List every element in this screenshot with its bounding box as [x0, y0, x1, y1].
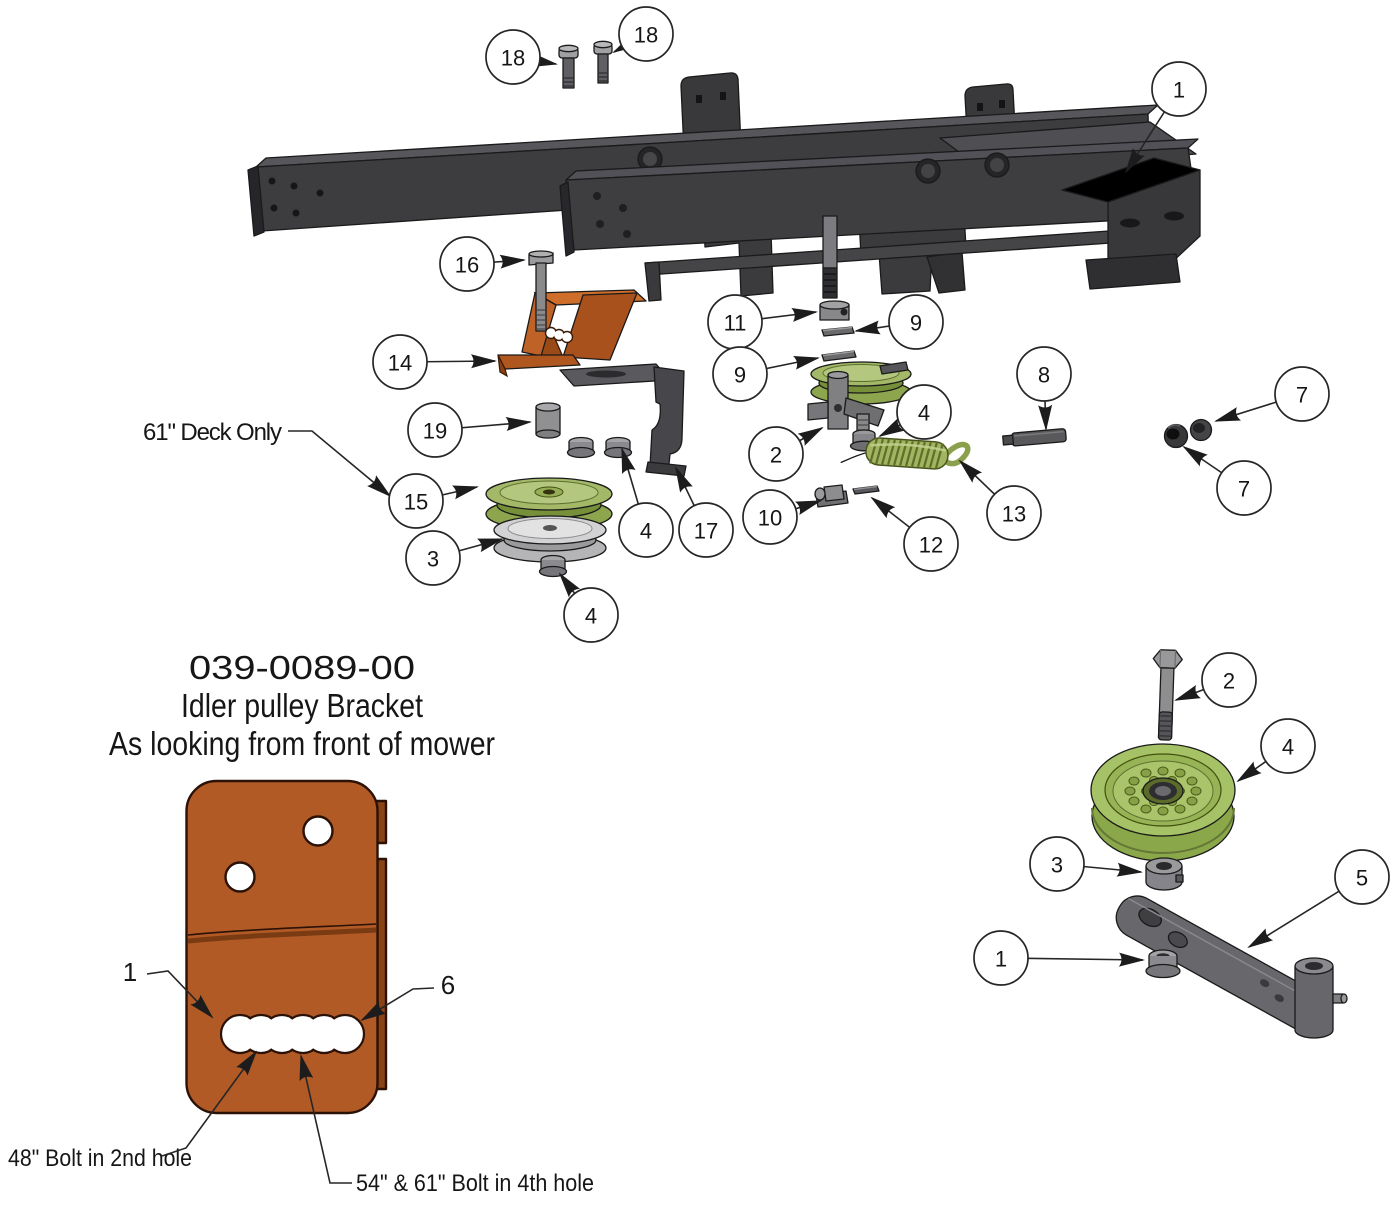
note-54-61-bolt: 54" & 61" Bolt in 4th hole	[356, 1170, 594, 1197]
pulley-assembly-2	[807, 361, 912, 437]
svg-text:1: 1	[995, 947, 1007, 972]
scalloped-slot	[219, 1013, 366, 1055]
svg-text:7: 7	[1296, 383, 1308, 408]
spacer-collar-11	[819, 300, 850, 321]
part-number: 039-0089-00	[189, 649, 415, 686]
callout-18-b: 18	[612, 6, 674, 62]
svg-text:4: 4	[585, 604, 597, 629]
title-line2: Idler pulley Bracket	[181, 687, 423, 724]
deck-only-note: 61" Deck Only	[143, 419, 282, 446]
label-6-leader	[360, 987, 435, 1022]
svg-text:19: 19	[423, 419, 447, 444]
svg-text:2: 2	[770, 443, 782, 468]
callout-14: 14	[372, 334, 497, 390]
callout-16: 16	[439, 236, 526, 292]
front-view-label-1: 1	[123, 957, 137, 987]
lock-nut-7b	[1189, 418, 1213, 442]
svg-text:10: 10	[758, 506, 782, 531]
svg-text:5: 5	[1356, 866, 1368, 891]
hex-bolt-2	[1152, 649, 1183, 741]
svg-text:1: 1	[1173, 78, 1185, 103]
title-line3: As looking from front of mower	[109, 725, 495, 762]
extension-spring-13	[840, 437, 971, 470]
bracket-17	[559, 363, 687, 477]
carriage-bolt-18b	[593, 40, 613, 84]
svg-text:2: 2	[1223, 669, 1235, 694]
callout-7-b: 7	[1182, 445, 1272, 516]
title-block: 039-0089-00 Idler pulley Bracket As look…	[109, 649, 495, 762]
idler-pulley-4	[1090, 743, 1236, 862]
callout-3-br: 3	[1029, 836, 1143, 892]
callout-1-top: 1	[1124, 61, 1207, 174]
callout-4-bottom: 4	[558, 572, 619, 643]
svg-text:4: 4	[640, 519, 652, 544]
svg-text:13: 13	[1002, 502, 1026, 527]
deck-only-leader	[288, 430, 392, 498]
callout-2-br: 2	[1174, 652, 1257, 708]
note-48-bolt: 48" Bolt in 2nd hole	[8, 1145, 192, 1172]
key-9b	[821, 350, 857, 362]
callout-5-br: 5	[1247, 849, 1390, 949]
spacer-3-bottom	[1145, 857, 1184, 891]
pulley-3	[493, 515, 607, 563]
callout-11: 11	[707, 294, 818, 350]
svg-text:16: 16	[455, 253, 479, 278]
svg-text:7: 7	[1238, 477, 1250, 502]
callout-4-center: 4	[878, 384, 952, 440]
svg-text:18: 18	[634, 23, 658, 48]
svg-text:18: 18	[501, 46, 525, 71]
note-48-leader	[161, 1050, 258, 1157]
key-12	[852, 485, 880, 495]
svg-text:17: 17	[694, 519, 718, 544]
svg-text:11: 11	[724, 311, 747, 336]
callout-4-left: 4	[618, 447, 674, 558]
lock-nut-7a	[1163, 423, 1189, 449]
idler-bracket-14	[497, 289, 647, 378]
callouts: 18 18 1 16 14 11 9 9 2 4 8 7 7 13 19 15 …	[372, 6, 1390, 986]
frame-assembly	[247, 72, 1201, 302]
svg-text:3: 3	[427, 547, 439, 572]
callout-13: 13	[958, 459, 1042, 541]
callout-12: 12	[870, 496, 959, 572]
svg-text:14: 14	[388, 351, 412, 376]
hex-bolt-16	[528, 250, 554, 332]
callout-8: 8	[1016, 346, 1072, 431]
callout-18-a: 18	[485, 29, 558, 85]
svg-text:4: 4	[918, 401, 930, 426]
callout-3-left: 3	[405, 530, 504, 586]
key-9a	[821, 326, 855, 337]
callout-9-a: 9	[854, 294, 944, 350]
callout-7-a: 7	[1214, 366, 1330, 422]
svg-text:8: 8	[1038, 363, 1050, 388]
svg-text:9: 9	[910, 311, 922, 336]
callout-17: 17	[675, 466, 734, 558]
note-54-leader	[299, 1054, 352, 1184]
flange-nut-4b	[603, 436, 633, 459]
flange-nut-4c	[538, 554, 568, 578]
callout-4-br: 4	[1236, 718, 1316, 783]
callout-9-b: 9	[712, 346, 820, 402]
callout-2-center: 2	[748, 426, 824, 482]
svg-text:15: 15	[404, 490, 428, 515]
front-view-label-6: 6	[441, 970, 455, 1000]
clip-10	[814, 484, 849, 508]
flange-nut-1-bottom	[1145, 949, 1181, 979]
svg-text:3: 3	[1051, 853, 1063, 878]
callout-1-br: 1	[973, 930, 1145, 986]
label-1-leader	[146, 970, 214, 1019]
svg-text:4: 4	[1282, 735, 1294, 760]
callout-10: 10	[742, 489, 822, 545]
svg-text:12: 12	[919, 533, 943, 558]
spacer-19	[535, 402, 561, 439]
flange-nut-4a	[566, 436, 596, 459]
svg-text:9: 9	[734, 363, 746, 388]
carriage-bolt-18a	[558, 44, 579, 89]
clevis-pin-8	[1002, 428, 1067, 447]
idler-arm-5	[1115, 895, 1348, 1039]
bracket-front-view	[185, 779, 388, 1115]
callout-19: 19	[407, 402, 532, 458]
callout-15: 15	[388, 473, 479, 529]
